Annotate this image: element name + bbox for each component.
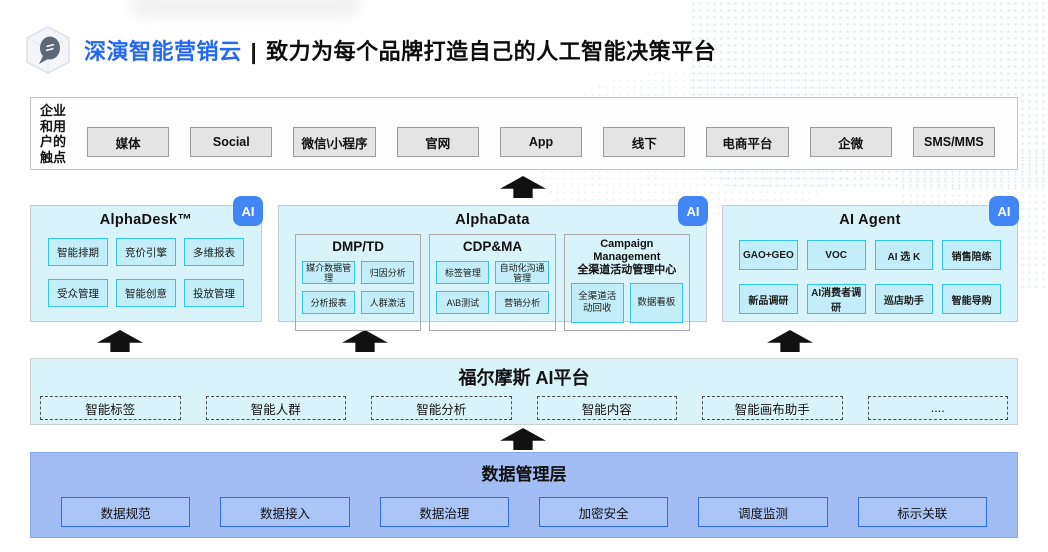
up-arrow-icon: [767, 330, 813, 352]
group-title: CDP&MA: [462, 239, 523, 254]
feature-item: 人群激活: [361, 291, 415, 314]
background-blur-shape: [130, 0, 360, 18]
touchpoint-item-wechat-miniprogram: 微信\小程序: [293, 127, 376, 157]
feature-item: 竞价引擎: [116, 238, 176, 266]
feature-item: GAO+GEO: [739, 240, 798, 270]
capability-item: 智能人群: [205, 396, 346, 420]
ai-agent-panel: AI AI Agent GAO+GEO VOC AI 选 K 销售陪练 新品调研…: [722, 196, 1019, 322]
feature-item: 投放管理: [184, 279, 244, 307]
alphadesk-title: AlphaDesk™: [99, 212, 193, 228]
brand-name: 深演智能营销云: [84, 39, 242, 64]
feature-item: 销售陪练: [942, 240, 1001, 270]
holmes-title: 福尔摩斯 AI平台: [458, 368, 590, 388]
alphadesk-panel: AI AlphaDesk™ 智能排期 竞价引擎 多维报表 受众管理 智能创意 投…: [30, 196, 263, 322]
capability-item-more: ....: [867, 396, 1008, 420]
group-items: 媒介数据管理 归因分析 分析报表 人群激活: [302, 261, 415, 314]
touchpoint-item-app: App: [499, 127, 583, 157]
touchpoints-label: 企业 和用 户的 触点: [40, 103, 66, 165]
brand-logo-icon: [26, 26, 70, 74]
subgroup-cdp-ma: CDP&MA 标签管理 自动化沟通管理 A\B测试 营销分析: [429, 234, 556, 331]
data-layer-item: 加密安全: [538, 497, 669, 527]
ai-agent-title: AI Agent: [839, 212, 901, 228]
feature-item: 新品调研: [739, 284, 798, 314]
ai-agent-items: GAO+GEO VOC AI 选 K 销售陪练 新品调研 AI消费者调研 巡店助…: [739, 240, 1001, 314]
touchpoint-item-sms-mms: SMS/MMS: [912, 127, 995, 157]
ai-badge: AI: [989, 196, 1019, 226]
group-title: DMP/TD: [332, 239, 385, 254]
touchpoints-section: 企业 和用 户的 触点 媒体 Social 微信\小程序 官网 App 线下 电…: [30, 97, 1018, 170]
group-items: 标签管理 自动化沟通管理 A\B测试 营销分析: [436, 261, 549, 314]
touchpoints-list: 媒体 Social 微信\小程序 官网 App 线下 电商平台 企微 SMS/M…: [87, 127, 995, 157]
data-layer-item: 调度监测: [698, 497, 828, 527]
data-layer-item: 标示关联: [857, 497, 987, 527]
subgroup-dmp-td: DMP/TD 媒介数据管理 归因分析 分析报表 人群激活: [295, 234, 422, 331]
group-title-line2: 全渠道活动管理中心: [577, 264, 677, 276]
data-layer-items: 数据规范 数据接入 数据治理 加密安全 调度监测 标示关联: [31, 497, 1017, 527]
feature-item: 智能导购: [942, 284, 1001, 314]
feature-item: 归因分析: [361, 261, 415, 284]
page-title: 深演智能营销云 | 致力为每个品牌打造自己的人工智能决策平台: [84, 34, 716, 66]
feature-item: 媒介数据管理: [302, 261, 356, 284]
alphadesk-items: 智能排期 竞价引擎 多维报表 受众管理 智能创意 投放管理: [48, 238, 244, 307]
touchpoint-item-offline: 线下: [603, 127, 686, 157]
ai-badge: AI: [678, 196, 708, 226]
capability-item: 智能画布助手: [702, 396, 843, 420]
touchpoints-label-line: 户的: [40, 134, 67, 149]
feature-item: 多维报表: [184, 238, 244, 266]
feature-item: A\B测试: [436, 291, 490, 314]
alphadata-panel: AI AlphaData DMP/TD 媒介数据管理 归因分析 分析报表 人群激…: [278, 196, 708, 331]
data-layer-item: 数据接入: [220, 497, 350, 527]
touchpoints-label-line: 触点: [40, 149, 67, 165]
up-arrow-icon: [97, 330, 143, 352]
feature-item: 受众管理: [48, 279, 108, 307]
group-title: Campaign Management 全渠道活动管理中心: [571, 238, 683, 277]
title-separator: |: [250, 39, 258, 64]
group-items: 全渠道活动回收 数据看板: [570, 283, 683, 323]
capability-item: 智能标签: [40, 396, 181, 420]
touchpoints-label-line: 企业: [40, 103, 67, 118]
feature-item: 数据看板: [629, 283, 683, 323]
data-layer-title: 数据管理层: [481, 465, 567, 484]
subgroup-campaign-management: Campaign Management 全渠道活动管理中心 全渠道活动回收 数据…: [563, 234, 690, 331]
touchpoint-item-ecommerce: 电商平台: [706, 127, 789, 157]
touchpoint-item-wecom: 企微: [809, 127, 892, 157]
capability-item: 智能内容: [536, 396, 677, 420]
feature-item: 分析报表: [302, 291, 356, 314]
touchpoint-item-website: 官网: [396, 127, 479, 157]
feature-item: AI 选 K: [874, 240, 934, 270]
page-header: 深演智能营销云 | 致力为每个品牌打造自己的人工智能决策平台: [22, 24, 716, 76]
data-layer-item: 数据治理: [379, 497, 509, 527]
alphadata-title: AlphaData: [455, 212, 530, 228]
feature-item: 智能排期: [48, 238, 108, 266]
up-arrow-icon: [500, 176, 546, 198]
up-arrow-icon: [500, 428, 546, 450]
touchpoint-item-social: Social: [190, 127, 273, 157]
feature-item: 全渠道活动回收: [570, 283, 624, 323]
holmes-items: 智能标签 智能人群 智能分析 智能内容 智能画布助手 ....: [31, 396, 1017, 420]
feature-item: 自动化沟通管理: [495, 261, 549, 284]
feature-item: 巡店助手: [874, 284, 934, 314]
capability-item: 智能分析: [371, 396, 512, 420]
up-arrow-icon: [342, 330, 388, 352]
touchpoints-label-line: 和用: [40, 118, 67, 134]
feature-item: VOC: [806, 240, 866, 270]
data-layer-item: 数据规范: [61, 497, 191, 527]
feature-item: AI消费者调研: [806, 284, 866, 314]
feature-item: 标签管理: [436, 261, 490, 284]
data-management-section: 数据管理层 数据规范 数据接入 数据治理 加密安全 调度监测 标示关联: [30, 452, 1018, 538]
holmes-ai-platform-section: 福尔摩斯 AI平台 智能标签 智能人群 智能分析 智能内容 智能画布助手 ...…: [30, 358, 1018, 425]
group-title-line1: Campaign Management: [593, 238, 661, 263]
alphadata-groups: DMP/TD 媒介数据管理 归因分析 分析报表 人群激活 CDP&MA 标签管理…: [295, 234, 690, 331]
touchpoint-item-media: 媒体: [87, 127, 170, 157]
feature-item: 智能创意: [116, 279, 176, 307]
title-tagline: 致力为每个品牌打造自己的人工智能决策平台: [266, 39, 717, 64]
feature-item: 营销分析: [495, 291, 549, 314]
ai-badge: AI: [233, 196, 263, 226]
